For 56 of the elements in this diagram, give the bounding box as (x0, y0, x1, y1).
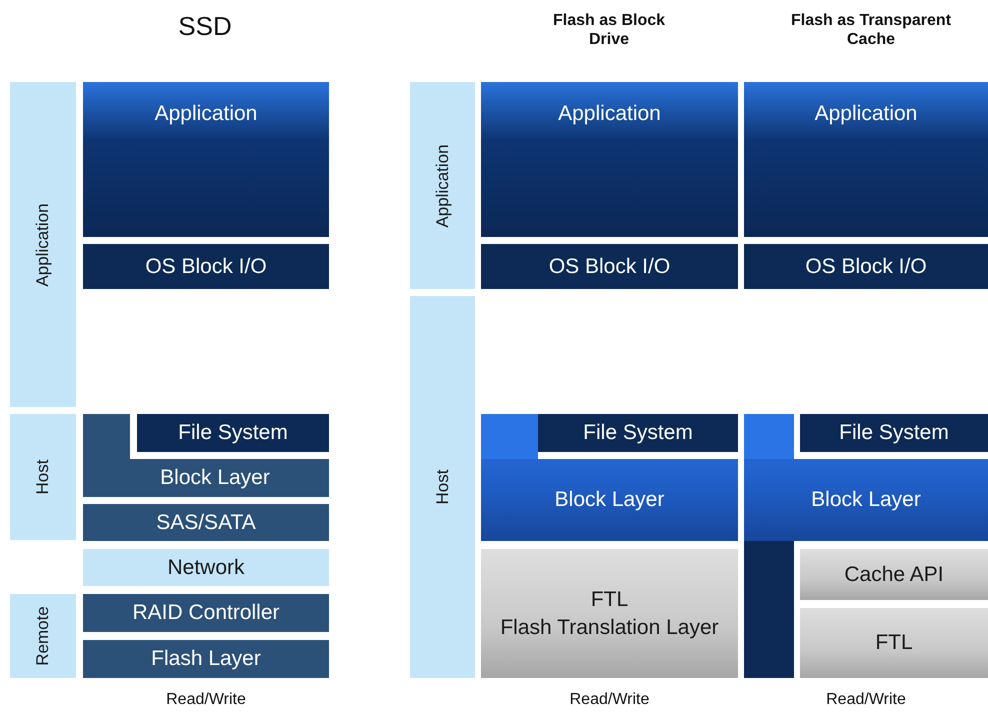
layer-label: Network (167, 554, 245, 581)
layer-block (744, 244, 988, 289)
layer-block (481, 82, 738, 237)
layer-block (83, 459, 329, 497)
layer-block (800, 414, 988, 452)
layer-label: SAS/SATA (156, 510, 256, 536)
side-band (10, 82, 76, 407)
layer-block (83, 549, 329, 586)
layer-block (481, 459, 738, 541)
layer-block (137, 414, 329, 452)
layer-label: OS Block I/O (145, 254, 267, 280)
layer-block (83, 640, 329, 678)
layer-block (83, 594, 329, 632)
layer-label: OS Block I/O (805, 254, 927, 280)
layer-label: Block Layer (811, 487, 921, 514)
layer-label: Block Layer (554, 487, 664, 514)
layer-label: File System (178, 420, 288, 446)
layer-block (83, 82, 329, 237)
layer-block (744, 82, 988, 237)
side-band (10, 594, 76, 678)
column-footer: Read/Write (83, 689, 329, 711)
layer-block (744, 459, 988, 541)
layer-label: Application (154, 101, 258, 127)
layer-label: Flash Translation Layer (500, 614, 719, 640)
layer-block (481, 244, 738, 289)
column-footer: Read/Write (744, 689, 988, 711)
layer-block (800, 549, 988, 600)
layer-label: File System (583, 420, 693, 446)
column-heading: Flash as Transparent Cache (790, 10, 952, 50)
layer-block (538, 414, 738, 452)
side-band (10, 414, 76, 540)
layer-label: FTL (590, 587, 628, 614)
column-footer: Read/Write (481, 689, 738, 711)
layer-label: Application (814, 101, 918, 127)
layer-block (481, 549, 738, 678)
layer-label: File System (839, 420, 949, 446)
side-label: Remote (33, 606, 53, 666)
side-band (410, 296, 475, 678)
column-heading: SSD (177, 12, 233, 42)
side-label: Host (432, 470, 452, 504)
side-label: Application (432, 144, 452, 228)
layer-label: RAID Controller (132, 600, 280, 626)
layer-label: Block Layer (160, 465, 270, 492)
layer-label: FTL (875, 630, 913, 656)
layer-block (800, 608, 988, 678)
stack-bar (744, 541, 794, 678)
layer-label: Application (558, 101, 661, 127)
side-label: Host (33, 460, 53, 494)
column-heading: Flash as Block Drive (552, 10, 666, 50)
layer-block (83, 504, 329, 541)
side-label: Application (33, 202, 53, 286)
side-band (410, 82, 475, 289)
layer-label: Cache API (844, 562, 944, 588)
layer-block (83, 244, 329, 289)
layer-label: OS Block I/O (548, 254, 670, 280)
layer-label: Flash Layer (151, 646, 261, 672)
